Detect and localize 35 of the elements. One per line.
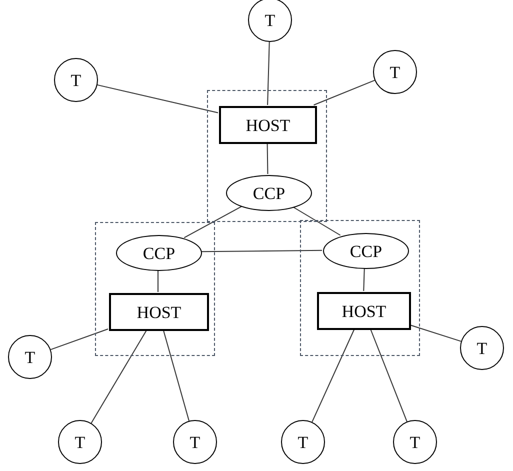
connector-line (312, 328, 355, 422)
connector-line (200, 250, 322, 252)
connector-line (313, 80, 376, 106)
connector-line (292, 206, 341, 236)
connector-line (184, 206, 242, 238)
node-label: T (476, 340, 488, 356)
node-label: T (74, 434, 86, 450)
node-label: CCP (252, 184, 286, 202)
node-label: T (410, 434, 420, 450)
node-label: T (298, 434, 308, 450)
node-label: HOST (136, 304, 182, 320)
node-label: CCP (142, 244, 176, 262)
dashed-group-box (300, 220, 420, 356)
node-label: T (190, 434, 200, 450)
connector-line (410, 324, 462, 342)
connector-line (266, 142, 268, 174)
connector-line (162, 330, 190, 422)
connector-line (90, 330, 148, 424)
host-box (219, 106, 317, 144)
node-label: T (70, 72, 82, 88)
connector-line (50, 328, 108, 350)
dashed-group-box (207, 90, 327, 222)
node-label: HOST (246, 116, 290, 134)
node-label: T (264, 12, 276, 28)
node-label: T (390, 64, 400, 80)
connector-line (96, 84, 218, 114)
host-box (109, 293, 209, 331)
connector-line (370, 328, 408, 422)
connector-line (267, 42, 270, 106)
host-box (317, 292, 411, 330)
connector-line (363, 268, 365, 292)
dashed-group-box (95, 222, 215, 356)
node-label: CCP (350, 242, 382, 260)
node-label: T (24, 348, 36, 366)
node-label: HOST (342, 302, 386, 320)
